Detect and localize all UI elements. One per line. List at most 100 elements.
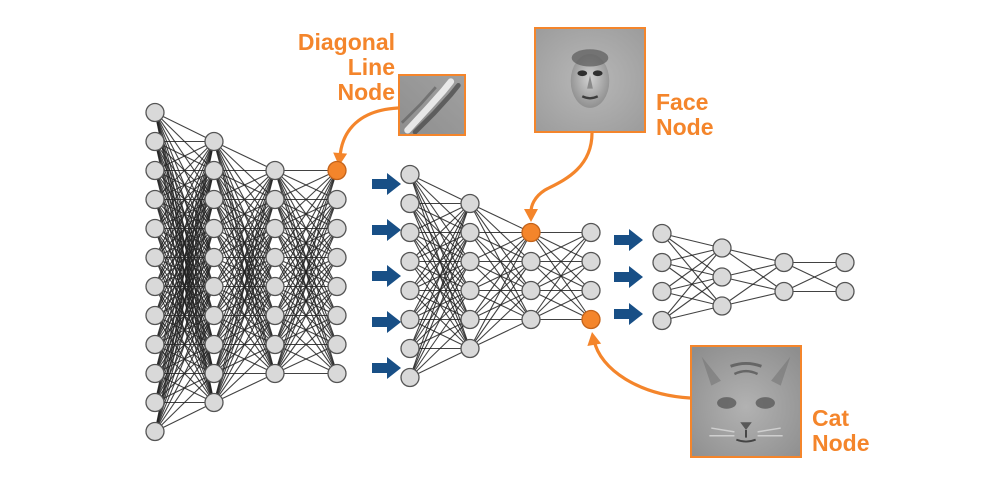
diagonal-pointer-arrow [338, 106, 400, 159]
edge [213, 257, 276, 403]
edge [469, 232, 532, 349]
edge [721, 290, 785, 307]
diagonal-line-label: Diagonal Line Node [270, 30, 395, 105]
node [581, 280, 601, 301]
node [400, 338, 420, 359]
node [145, 276, 165, 297]
edge [154, 141, 215, 432]
edge [213, 141, 276, 171]
node [265, 218, 285, 239]
edge [530, 290, 592, 320]
node [712, 238, 732, 258]
edge [213, 170, 276, 287]
face-image [534, 27, 646, 133]
node [327, 218, 347, 239]
node [652, 223, 672, 244]
node [460, 222, 480, 243]
edge [721, 247, 785, 264]
edge [409, 348, 471, 378]
block-arrow [372, 311, 401, 333]
edge [469, 232, 532, 320]
node [400, 164, 420, 185]
edge [154, 257, 215, 432]
edge [213, 373, 276, 403]
block-arrow [372, 357, 401, 379]
edge [154, 141, 215, 287]
highlighted-node [521, 222, 541, 243]
node [204, 363, 224, 384]
edge [409, 203, 471, 262]
edge [530, 232, 592, 262]
node [400, 367, 420, 388]
diagonal-line-label-line-3: Node [337, 79, 396, 105]
node [145, 421, 165, 442]
edge [274, 170, 338, 200]
node [204, 131, 224, 152]
node [265, 363, 285, 384]
edge [469, 290, 532, 349]
edge [213, 170, 276, 229]
node [327, 189, 347, 210]
edge [274, 170, 338, 316]
node [204, 218, 224, 239]
node [652, 310, 672, 331]
edge [409, 290, 471, 378]
edge [154, 170, 215, 432]
edge [213, 170, 276, 403]
node [712, 267, 732, 287]
edge [274, 199, 338, 374]
edge [154, 228, 215, 432]
edge [661, 305, 723, 322]
cat-label-line-2: Node [812, 430, 870, 456]
node [145, 160, 165, 181]
edge [409, 174, 471, 204]
block-arrow [372, 219, 401, 241]
highlighted-node [327, 160, 347, 181]
edge [213, 344, 276, 403]
node [652, 252, 672, 273]
edge [661, 247, 723, 321]
node [400, 280, 420, 301]
edge [274, 315, 338, 374]
node [204, 276, 224, 297]
edge [783, 262, 846, 292]
block-arrow [614, 266, 643, 288]
node [265, 276, 285, 297]
node [145, 131, 165, 152]
edge [213, 170, 276, 258]
diagonal-pointer-arrow-head [333, 152, 348, 166]
cat-label: Cat Node [812, 406, 870, 456]
node [327, 305, 347, 326]
edge [274, 170, 338, 374]
node [145, 392, 165, 413]
edge [409, 203, 471, 349]
edge [274, 170, 338, 258]
node [712, 296, 732, 316]
edge [274, 257, 338, 374]
node [327, 363, 347, 384]
node [265, 334, 285, 355]
node [652, 281, 672, 302]
edge [154, 141, 215, 258]
edge [154, 141, 215, 316]
edge [661, 232, 723, 249]
edge [213, 170, 276, 200]
face-label-line-1: Face [656, 89, 709, 115]
block-arrow [372, 265, 401, 287]
nodes-layer [145, 102, 855, 442]
node [204, 334, 224, 355]
edge [154, 141, 215, 403]
node [204, 189, 224, 210]
face-pointer-arrow-head [524, 209, 538, 222]
node [460, 338, 480, 359]
edge [154, 315, 215, 432]
node [581, 222, 601, 243]
node [204, 160, 224, 181]
edge [409, 261, 471, 378]
node [460, 280, 480, 301]
node [145, 189, 165, 210]
cat-pointer-arrow [592, 338, 692, 400]
diagonal-line-image [398, 74, 466, 136]
node [327, 334, 347, 355]
